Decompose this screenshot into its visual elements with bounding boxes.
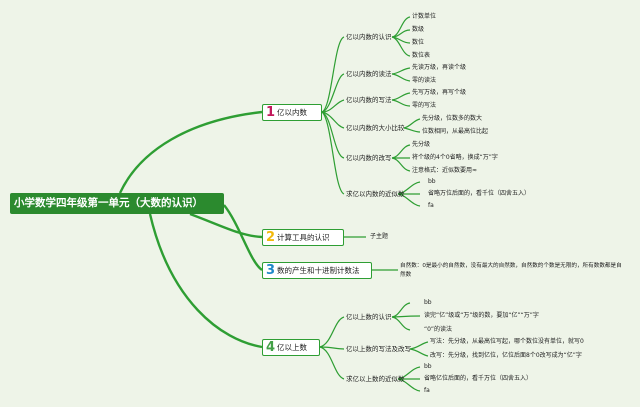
leaf-topic[interactable]: bb bbox=[424, 299, 432, 306]
subtopic[interactable]: 亿以内数的改写 bbox=[346, 154, 392, 162]
subtopic[interactable]: 亿以内数的写法 bbox=[346, 96, 392, 104]
leaf-topic[interactable]: 数级 bbox=[412, 26, 425, 33]
subtopic[interactable]: 亿以内数的大小比较 bbox=[346, 124, 405, 132]
leaf-topic[interactable]: 省略亿位后面的，看千万位（四舍五入） bbox=[424, 375, 533, 382]
branch-number: 2 bbox=[266, 230, 276, 245]
branch-label: 计算工具的认识 bbox=[277, 233, 330, 242]
leaf-topic[interactable]: bb bbox=[428, 178, 436, 185]
leaf-topic[interactable]: 先写万级，再写个级 bbox=[412, 89, 467, 96]
subtopic[interactable]: 求亿以上数的近似数 bbox=[346, 375, 405, 383]
subtopic[interactable]: 亿以内数的认识 bbox=[346, 33, 392, 41]
leaf-topic[interactable]: 位数相同，从最高位比起 bbox=[422, 128, 489, 135]
leaf-topic[interactable]: 先分级 bbox=[412, 141, 431, 148]
subtopic[interactable]: 子主题 bbox=[370, 233, 389, 240]
leaf-topic[interactable]: 数位表 bbox=[412, 52, 431, 59]
leaf-topic[interactable]: fa bbox=[428, 202, 434, 209]
leaf-topic[interactable]: “0”的读法 bbox=[424, 326, 453, 333]
subtopic[interactable]: 亿以内数的读法 bbox=[346, 70, 392, 78]
subtopic[interactable]: 求亿以内数的近似数 bbox=[346, 190, 405, 198]
leaf-topic[interactable]: 零的写法 bbox=[412, 102, 437, 109]
leaf-topic[interactable]: 写法：先分级，从最高位写起，哪个数位没有单位，就写0 bbox=[430, 338, 584, 345]
description-note[interactable]: 自然数：0是最小的自然数，没有最大的自然数，自然数的个数是无限的，所有数数都是自… bbox=[400, 263, 622, 278]
branch-label: 数的产生和十进制计数法 bbox=[277, 266, 360, 275]
branch-number: 3 bbox=[266, 263, 276, 278]
branch-label: 亿以内数 bbox=[277, 108, 308, 117]
branch-number: 4 bbox=[266, 340, 276, 355]
leaf-topic[interactable]: 改写：先分级，找到亿位，亿位后面8个0改写成为“亿”字 bbox=[430, 352, 582, 359]
leaf-topic[interactable]: 将个级的4个0省略，换成“万”字 bbox=[412, 154, 498, 161]
leaf-topic[interactable]: fa bbox=[424, 387, 430, 394]
leaf-topic[interactable]: 数位 bbox=[412, 39, 425, 46]
leaf-topic[interactable]: 注意格式：近似数要用≈ bbox=[412, 167, 478, 174]
leaf-topic[interactable]: 零的读法 bbox=[412, 77, 437, 84]
branch-number: 1 bbox=[266, 105, 276, 120]
root-topic[interactable]: 小学数学四年级第一单元（大数的认识） bbox=[10, 193, 224, 214]
leaf-topic[interactable]: 省略万位后面的，看千位（四舍五入） bbox=[428, 190, 531, 197]
leaf-topic[interactable]: 先读万级，再读个级 bbox=[412, 64, 467, 71]
leaf-topic[interactable]: 先分级，位数多的数大 bbox=[422, 115, 483, 122]
leaf-topic[interactable]: 读完“亿”级或“万”级的数，要加“亿”“万”字 bbox=[424, 312, 539, 319]
leaf-topic[interactable]: bb bbox=[424, 363, 432, 370]
subtopic[interactable]: 亿以上数的写法及改写 bbox=[346, 345, 411, 353]
leaf-topic[interactable]: 计数单位 bbox=[412, 13, 437, 20]
subtopic[interactable]: 亿以上数的认识 bbox=[346, 313, 392, 321]
branch-label: 亿以上数 bbox=[277, 343, 308, 352]
